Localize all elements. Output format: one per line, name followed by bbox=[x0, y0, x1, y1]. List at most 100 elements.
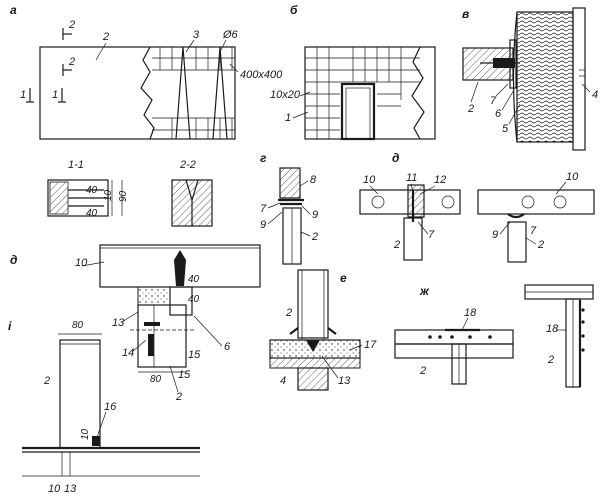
label-e-4: 4 bbox=[280, 375, 286, 387]
label-zh-2a: 2 bbox=[419, 365, 426, 377]
floor-slab-right bbox=[477, 189, 595, 215]
label-b-grid: 10x20 bbox=[270, 89, 301, 101]
label-b-1: 1 bbox=[285, 112, 291, 124]
figure-i: і 80 2 16 10 10 13 bbox=[8, 319, 200, 495]
figure-g: г 8 7 9 9 2 bbox=[260, 151, 318, 265]
partition-panel-e bbox=[297, 269, 329, 339]
reinforcement-grid bbox=[152, 47, 235, 139]
log-wall bbox=[516, 11, 574, 143]
anchor-plate bbox=[174, 250, 186, 286]
panel-joint-top bbox=[394, 329, 514, 345]
grid-b bbox=[305, 47, 420, 139]
label-zh-2b: 2 bbox=[547, 354, 554, 366]
wall-post bbox=[572, 7, 586, 151]
section-label-v: в bbox=[462, 7, 469, 21]
label-g-2: 2 bbox=[311, 231, 318, 243]
support-beam bbox=[297, 367, 329, 391]
label-i-13: 13 bbox=[64, 483, 77, 495]
fixing-strip bbox=[509, 39, 517, 89]
label-i-2: 2 bbox=[43, 375, 50, 387]
label-d2-9: 9 bbox=[492, 229, 498, 241]
section-label-d1: д bbox=[10, 253, 17, 267]
dim-i-10: 10 bbox=[80, 428, 91, 440]
label-a-3: 3 bbox=[193, 29, 200, 41]
section-label-b: б bbox=[290, 3, 298, 17]
figure-d-bottom: д 80 10 40 40 13 14 15 15 6 2 bbox=[10, 244, 261, 403]
partition-panel-d2b bbox=[507, 221, 527, 263]
dim-40-bottom: 40 bbox=[86, 208, 98, 219]
label-d2-10a: 10 bbox=[363, 174, 376, 186]
figure-b: б 10x20 1 bbox=[270, 3, 436, 141]
label-d1-15b: 15 bbox=[178, 369, 191, 381]
section-2-2: 2-2 bbox=[171, 159, 213, 227]
label-e-13: 13 bbox=[338, 375, 351, 387]
label-d2-12: 12 bbox=[434, 174, 446, 186]
label-a-grid: 400x400 bbox=[240, 69, 283, 81]
label-g-7: 7 bbox=[260, 203, 267, 215]
label-i-16: 16 bbox=[104, 401, 117, 413]
section-label-g: г bbox=[260, 151, 267, 165]
partition-panel-d1 bbox=[137, 304, 187, 368]
section-label-a: а bbox=[10, 3, 17, 17]
section-title-1-1: 1-1 bbox=[68, 159, 84, 171]
label-g-9a: 9 bbox=[260, 219, 266, 231]
break-line-b bbox=[411, 46, 425, 140]
dim-10: 10 bbox=[103, 189, 114, 201]
label-d1-13: 13 bbox=[112, 317, 125, 329]
rib-left bbox=[175, 46, 191, 140]
label-g-8: 8 bbox=[310, 174, 317, 186]
figure-d-top: д 10 11 12 2 7 10 9 7 2 bbox=[359, 151, 595, 263]
rib-right bbox=[212, 46, 228, 140]
dim-d1-80: 80 bbox=[150, 374, 162, 385]
label-v-4: 4 bbox=[592, 89, 598, 101]
door-opening bbox=[340, 82, 376, 141]
ceiling-beam bbox=[279, 167, 301, 199]
label-d2-7b: 7 bbox=[530, 225, 537, 237]
dim-90: 90 bbox=[118, 190, 129, 202]
section-label-zh: ж bbox=[419, 284, 430, 298]
label-d2-2a: 2 bbox=[393, 239, 400, 251]
label-i-10: 10 bbox=[48, 483, 61, 495]
label-d2-7a: 7 bbox=[428, 229, 435, 241]
section-label-d2: д bbox=[392, 151, 399, 165]
cut-label-1: 1 bbox=[20, 89, 26, 101]
partition-panel-d2 bbox=[403, 217, 423, 261]
section-1-1: 1-1 40 40 10 90 bbox=[47, 159, 129, 219]
label-d1-2: 2 bbox=[175, 391, 182, 403]
joint-filler bbox=[407, 184, 425, 218]
cut-label-2: 2 bbox=[68, 19, 75, 31]
label-zh-18b: 18 bbox=[546, 323, 559, 335]
dim-d1-40a: 40 bbox=[188, 274, 200, 285]
dim-40-top: 40 bbox=[86, 185, 98, 196]
cut-label-1b: 1 bbox=[52, 89, 58, 101]
dim-i-80: 80 bbox=[72, 320, 84, 331]
label-g-9b: 9 bbox=[312, 209, 318, 221]
figure-e: е 2 17 4 13 bbox=[269, 269, 377, 391]
label-a-d6: Ø6 bbox=[222, 29, 239, 41]
section-label-i: і bbox=[8, 319, 12, 333]
section-label-e: е bbox=[340, 271, 347, 285]
label-zh-18a: 18 bbox=[464, 307, 477, 319]
label-e-17: 17 bbox=[364, 339, 377, 351]
figure-zh: ж 18 2 18 2 bbox=[394, 284, 594, 388]
label-d2-10b: 10 bbox=[566, 171, 579, 183]
break-line bbox=[140, 46, 155, 140]
label-d1-10: 10 bbox=[75, 257, 88, 269]
label-d1-15a: 15 bbox=[188, 349, 201, 361]
label-v-2: 2 bbox=[467, 103, 474, 115]
label-v-7: 7 bbox=[490, 95, 497, 107]
dim-d1-40b: 40 bbox=[188, 294, 200, 305]
figure-v: в 2 7 6 5 4 bbox=[462, 7, 598, 151]
label-d1-14: 14 bbox=[122, 347, 134, 359]
cut-label-2b: 2 bbox=[68, 56, 75, 68]
label-d2-11: 11 bbox=[406, 172, 417, 184]
label-d2-2b: 2 bbox=[537, 239, 544, 251]
figure-a: а 2 2 bbox=[10, 3, 283, 140]
label-v-5: 5 bbox=[502, 123, 509, 135]
label-v-6: 6 bbox=[495, 108, 502, 120]
label-d1-6: 6 bbox=[224, 341, 231, 353]
label-a-2: 2 bbox=[102, 31, 109, 43]
label-e-2: 2 bbox=[285, 307, 292, 319]
partition-panel bbox=[39, 46, 236, 140]
